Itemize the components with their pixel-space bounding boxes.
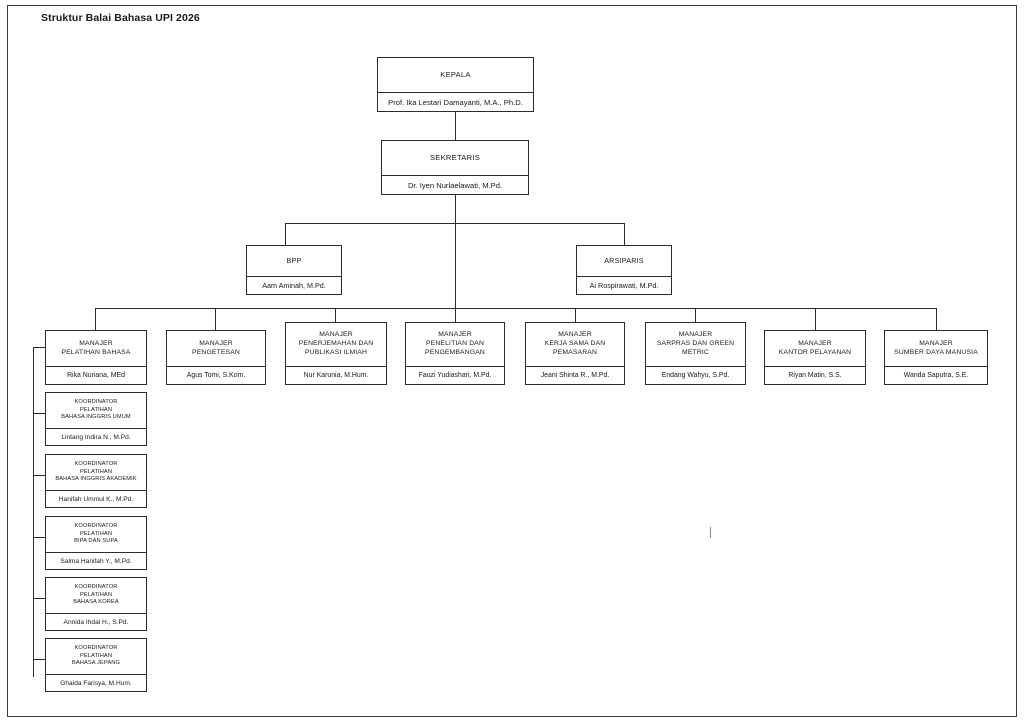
node-manajer-penerjemahan-person: Nur Karunia, M.Hum. [303, 372, 369, 379]
node-sekretaris-title: SEKRETARIS [429, 152, 481, 162]
node-koordinator-bipa-supa-person: Salma Hanifah Y., M.Pd. [60, 557, 132, 565]
page-title: Struktur Balai Bahasa UPI 2026 [41, 12, 200, 24]
node-bpp-person: Aam Aminah, M.Pd. [262, 281, 326, 290]
node-manajer-pelatihan-bahasa-person: Rika Nuriana, MEd [67, 372, 125, 379]
connector-drop-manajer-4 [455, 308, 456, 330]
node-kepala-title: KEPALA [440, 69, 471, 79]
node-manajer-kantor-pelayanan[interactable]: MANAJER KANTOR PELAYANAN Riyan Matin, S.… [764, 330, 866, 385]
connector-stub-manajer-pelatihan [33, 347, 46, 348]
connector-drop-manajer-6 [695, 308, 696, 330]
node-divider [378, 92, 533, 93]
node-bpp-title: BPP [286, 256, 302, 266]
node-divider [46, 366, 146, 367]
node-manajer-sarpras[interactable]: MANAJER SARPRAS DAN GREEN METRIC Endang … [645, 322, 746, 385]
node-manajer-penerjemahan[interactable]: MANAJER PENERJEMAHAN DAN PUBLIKASI ILMIA… [285, 322, 387, 385]
node-manajer-pengetesan-person: Agus Tomi, S.Kom. [186, 372, 246, 379]
node-divider [46, 674, 146, 675]
node-manajer-sdm-title: MANAJER SUMBER DAYA MANUSIA [894, 339, 978, 356]
connector-drop-bpp [285, 223, 286, 245]
node-manajer-penelitian-person: Fauzi Yudiashari, M.Pd. [418, 372, 492, 379]
node-koordinator-inggris-umum[interactable]: KOORDINATOR PELATIHAN BAHASA INGGRIS UMU… [45, 392, 147, 446]
text-caret [710, 527, 711, 538]
node-koordinator-inggris-akademik-title: KOORDINATOR PELATIHAN BAHASA INGGRIS AKA… [55, 460, 137, 483]
node-manajer-kerja-sama-person: Jeani Shinta R., M.Pd. [540, 372, 610, 379]
node-manajer-pengetesan[interactable]: MANAJER PENGETESAN Agus Tomi, S.Kom. [166, 330, 266, 385]
connector-drop-manajer-3 [335, 308, 336, 330]
node-divider [577, 276, 671, 277]
connector-stub-koor-3 [33, 537, 46, 538]
node-koordinator-inggris-akademik[interactable]: KOORDINATOR PELATIHAN BAHASA INGGRIS AKA… [45, 454, 147, 508]
node-divider [885, 366, 987, 367]
connector-drop-arsiparis [624, 223, 625, 245]
node-manajer-sarpras-person: Endang Wahyu, S.Pd. [661, 372, 730, 379]
connector-sekretaris-stem [455, 195, 456, 223]
connector-kepala-to-sekretaris [455, 112, 456, 140]
node-manajer-sdm[interactable]: MANAJER SUMBER DAYA MANUSIA Wanda Saputr… [884, 330, 988, 385]
node-koordinator-inggris-umum-title: KOORDINATOR PELATIHAN BAHASA INGGRIS UMU… [61, 398, 131, 421]
node-koordinator-korea-title: KOORDINATOR PELATIHAN BAHASA KOREA [73, 583, 119, 606]
node-manajer-pelatihan-bahasa[interactable]: MANAJER PELATIHAN BAHASA Rika Nuriana, M… [45, 330, 147, 385]
node-divider [46, 613, 146, 614]
node-manajer-sarpras-title: MANAJER SARPRAS DAN GREEN METRIC [656, 331, 735, 356]
node-koordinator-bipa-supa[interactable]: KOORDINATOR PELATIHAN BIPA DAN SUPA Salm… [45, 516, 147, 570]
node-manajer-penerjemahan-title: MANAJER PENERJEMAHAN DAN PUBLIKASI ILMIA… [298, 331, 374, 356]
node-divider [46, 490, 146, 491]
node-divider [286, 366, 386, 367]
node-manajer-pengetesan-title: MANAJER PENGETESAN [192, 339, 240, 356]
node-koordinator-bipa-supa-title: KOORDINATOR PELATIHAN BIPA DAN SUPA [74, 522, 118, 545]
node-koordinator-korea-person: Annida Ihdal H., S.Pd. [63, 618, 129, 626]
node-sekretaris[interactable]: SEKRETARIS Dr. Iyen Nurlaelawati, M.Pd. [381, 140, 529, 195]
connector-stub-koor-4 [33, 598, 46, 599]
connector-drop-manajer-7 [815, 308, 816, 330]
node-divider [646, 366, 745, 367]
connector-bus-managers [95, 308, 936, 309]
node-divider [406, 366, 504, 367]
node-divider [526, 366, 624, 367]
node-manajer-kantor-pelayanan-person: Riyan Matin, S.S. [788, 372, 842, 379]
connector-stub-koor-1 [33, 413, 46, 414]
connector-stub-koor-2 [33, 475, 46, 476]
connector-drop-manajer-1 [95, 308, 96, 330]
node-koordinator-inggris-umum-person: Lintang Indira N., M.Pd. [61, 433, 131, 441]
node-manajer-kerja-sama[interactable]: MANAJER KERJA SAMA DAN PEMASARAN Jeani S… [525, 322, 625, 385]
node-manajer-pelatihan-bahasa-title: MANAJER PELATIHAN BAHASA [61, 339, 131, 356]
node-kepala[interactable]: KEPALA Prof. Ika Lestari Damayanti, M.A.… [377, 57, 534, 112]
connector-coordinator-spine [33, 347, 34, 677]
node-bpp[interactable]: BPP Aam Aminah, M.Pd. [246, 245, 342, 295]
node-arsiparis-person: Ai Rospirawati, M.Pd. [589, 281, 659, 290]
node-koordinator-jepang[interactable]: KOORDINATOR PELATIHAN BAHASA JEPANG Ghai… [45, 638, 147, 692]
node-manajer-penelitian[interactable]: MANAJER PENELITIAN DAN PENGEMBANGAN Fauz… [405, 322, 505, 385]
node-koordinator-inggris-akademik-person: Hanifah Ummul K., M.Pd. [58, 495, 134, 503]
node-divider [167, 366, 265, 367]
node-kepala-person: Prof. Ika Lestari Damayanti, M.A., Ph.D. [388, 97, 523, 107]
node-manajer-kerja-sama-title: MANAJER KERJA SAMA DAN PEMASARAN [544, 331, 606, 356]
connector-drop-manajer-8 [936, 308, 937, 330]
node-koordinator-korea[interactable]: KOORDINATOR PELATIHAN BAHASA KOREA Annid… [45, 577, 147, 631]
node-koordinator-jepang-person: Ghaida Farisya, M.Hum. [60, 679, 132, 687]
node-koordinator-jepang-title: KOORDINATOR PELATIHAN BAHASA JEPANG [72, 644, 120, 667]
node-manajer-penelitian-title: MANAJER PENELITIAN DAN PENGEMBANGAN [425, 331, 485, 356]
node-divider [382, 175, 528, 176]
node-divider [46, 552, 146, 553]
node-divider [46, 428, 146, 429]
node-manajer-sdm-person: Wanda Saputra, S.E. [903, 372, 969, 379]
connector-center-spine [455, 223, 456, 308]
node-manajer-kantor-pelayanan-title: MANAJER KANTOR PELAYANAN [778, 339, 852, 356]
node-divider [247, 276, 341, 277]
node-sekretaris-person: Dr. Iyen Nurlaelawati, M.Pd. [407, 180, 503, 190]
connector-drop-manajer-5 [575, 308, 576, 330]
node-arsiparis[interactable]: ARSIPARIS Ai Rospirawati, M.Pd. [576, 245, 672, 295]
node-arsiparis-title: ARSIPARIS [604, 256, 644, 266]
connector-stub-koor-5 [33, 659, 46, 660]
connector-drop-manajer-2 [215, 308, 216, 330]
node-divider [765, 366, 865, 367]
